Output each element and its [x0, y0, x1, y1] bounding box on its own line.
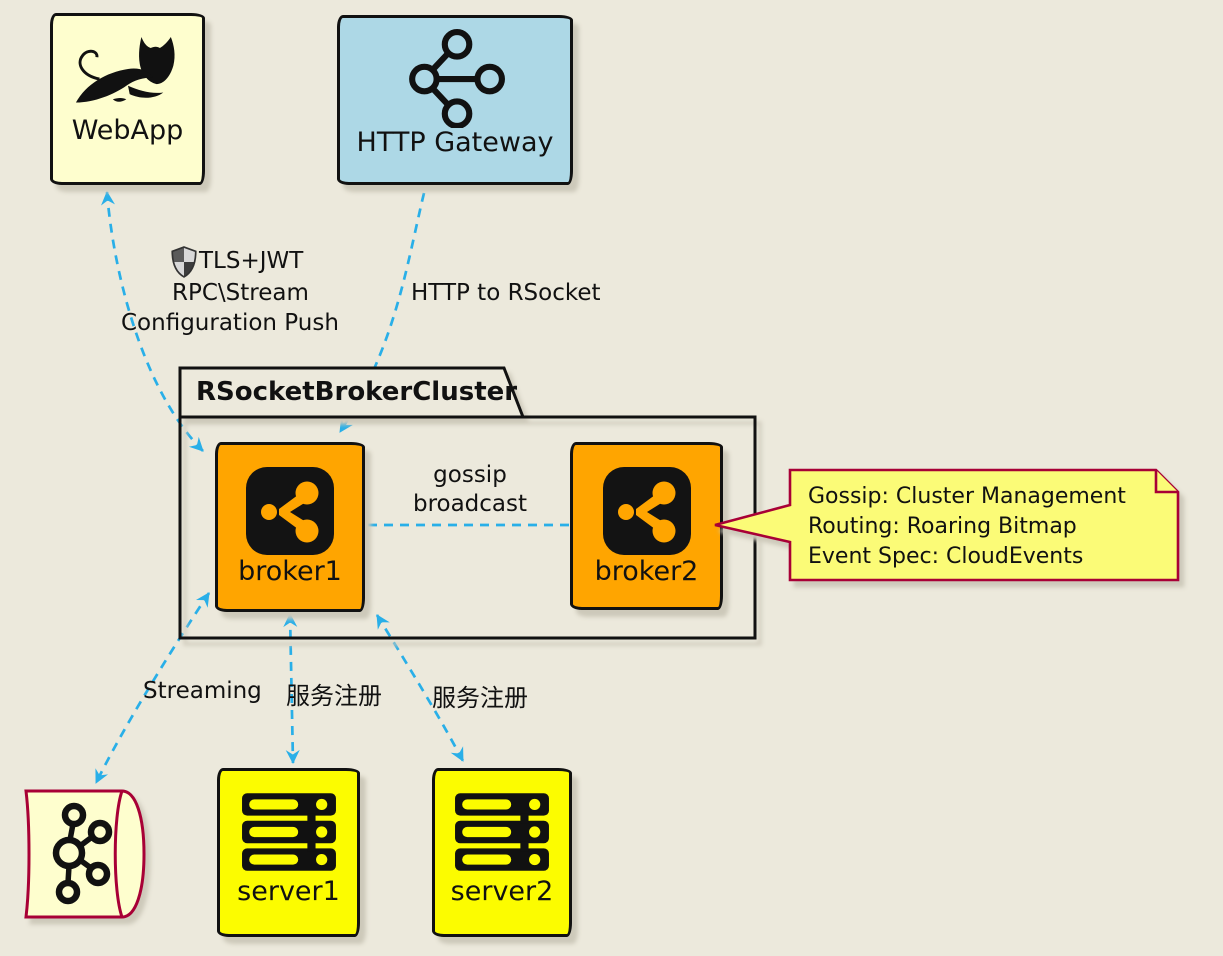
server1-label: server1: [237, 876, 340, 907]
kafka-queue-node: [24, 789, 146, 919]
note-line-gossip: Gossip: Cluster Management: [808, 484, 1126, 509]
broker1-node: broker1: [215, 442, 365, 612]
tomcat-icon: [75, 37, 175, 103]
webapp-node: WebApp: [50, 13, 205, 185]
broker2-label: broker2: [594, 556, 699, 587]
note-text: Gossip: Cluster Management Routing: Roar…: [808, 482, 1126, 572]
server-rack-icon: [241, 793, 336, 871]
kafka-icon: [52, 802, 113, 905]
edge-label-service-registration-2: 服务注册: [432, 684, 528, 712]
cluster-package-title: RSocketBrokerCluster: [196, 377, 518, 407]
shield-icon: [171, 246, 197, 278]
server2-node: server2: [432, 768, 572, 937]
gossip-line: gossip: [433, 462, 507, 488]
broker1-label: broker1: [238, 556, 342, 587]
edge-label-rpc-stream: RPC\Stream: [172, 280, 309, 306]
edge-label-tls-jwt: TLS+JWT: [199, 248, 304, 274]
edge-label-gossip-broadcast: gossip broadcast: [385, 461, 555, 519]
edge-label-service-registration-1: 服务注册: [286, 682, 382, 710]
server1-node: server1: [217, 768, 360, 937]
edge-label-configuration-push: Configuration Push: [121, 310, 339, 336]
http-gateway-label: HTTP Gateway: [356, 127, 554, 158]
broker2-node: broker2: [570, 442, 723, 610]
broadcast-line: broadcast: [412, 491, 528, 517]
http-gateway-node: HTTP Gateway: [337, 15, 573, 185]
note-line-events: Event Spec: CloudEvents: [808, 544, 1084, 569]
share-icon: [602, 467, 691, 555]
edge-label-http-to-rsocket: HTTP to RSocket: [411, 280, 601, 306]
server2-label: server2: [450, 876, 554, 907]
share-network-icon: [409, 29, 505, 128]
webapp-label: WebApp: [71, 115, 184, 146]
share-icon: [246, 467, 334, 555]
note-line-routing: Routing: Roaring Bitmap: [808, 514, 1077, 539]
server-rack-icon: [455, 793, 549, 871]
edge-label-streaming: Streaming: [143, 678, 262, 704]
